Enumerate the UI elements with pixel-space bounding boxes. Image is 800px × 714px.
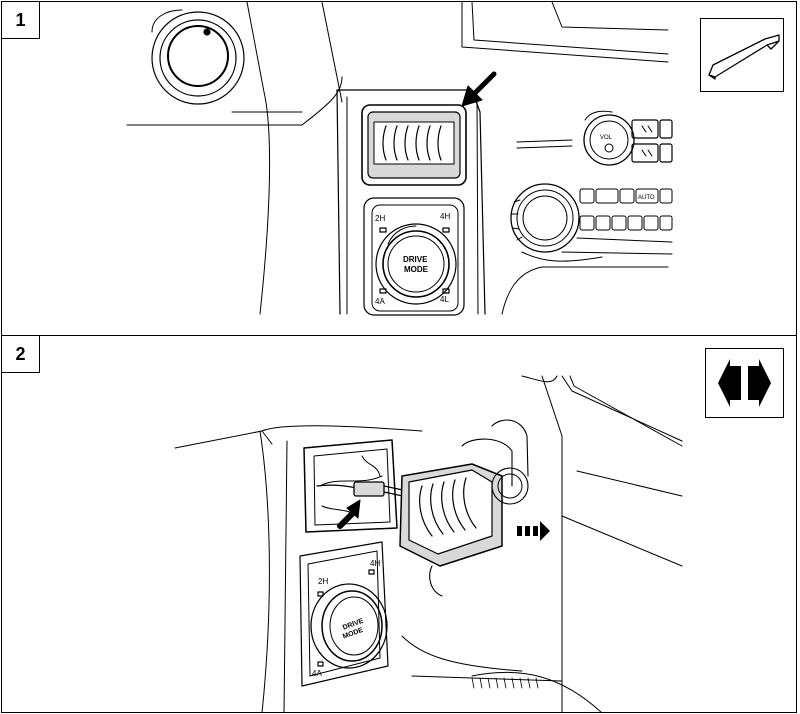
step-1-panel: 1 xyxy=(1,1,797,336)
console-disconnect-illustration: 2H 4H 4A DRIVE MODE xyxy=(174,375,683,712)
action-callout xyxy=(705,348,784,418)
radio-control-area xyxy=(501,110,673,315)
removal-arrow xyxy=(461,71,497,107)
drive-position-4l: 4L xyxy=(440,295,449,304)
drive-mode-knob-label-line2: MODE xyxy=(404,265,429,274)
drive-position-2h: 2H xyxy=(375,214,385,223)
hazard-knob xyxy=(151,9,245,105)
release-tab-arrow xyxy=(337,499,361,529)
step-number-badge: 1 xyxy=(2,2,40,39)
wiring-connector[interactable] xyxy=(316,481,413,499)
vent-module[interactable] xyxy=(361,104,467,186)
drive-mode-knob-label-line1: DRIVE xyxy=(403,255,428,264)
auto-button-label: AUTO xyxy=(638,195,655,201)
drive-mode-selector[interactable] xyxy=(299,541,389,687)
tool-callout xyxy=(700,18,784,92)
pull-direction-arrows xyxy=(517,521,550,541)
console-illustration: 2H 4H 4A 4L DRIVE MODE VOL AUTO xyxy=(126,2,673,316)
disconnect-connector-icon xyxy=(718,359,771,407)
step-number-badge: 2 xyxy=(2,336,40,373)
drive-mode-selector[interactable] xyxy=(363,197,465,316)
volume-knob-label: VOL xyxy=(600,135,613,141)
step-2-panel: 2 xyxy=(1,335,797,713)
drive-position-4a: 4A xyxy=(312,669,322,678)
drive-position-4h: 4H xyxy=(440,212,450,221)
drive-position-2h: 2H xyxy=(318,577,328,586)
drive-position-4a: 4A xyxy=(375,297,385,306)
trim-panel-removal-tool-icon xyxy=(708,34,780,80)
drive-position-4h: 4H xyxy=(370,559,380,568)
vent-module-removed[interactable] xyxy=(399,419,529,597)
